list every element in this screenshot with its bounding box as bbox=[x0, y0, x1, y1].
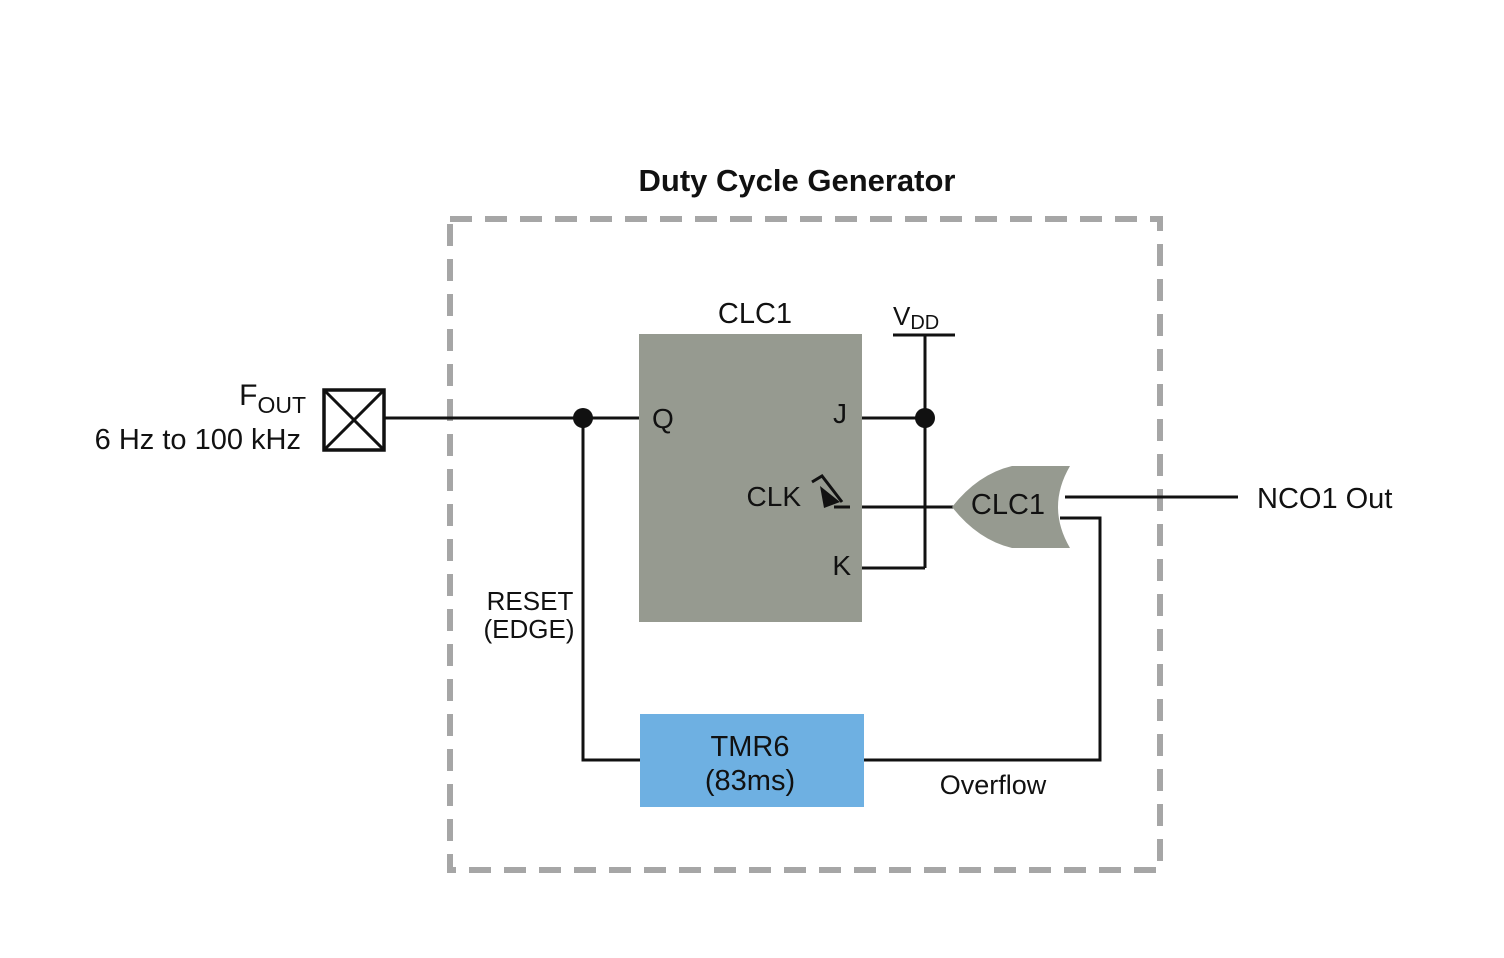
vdd-label-main: V bbox=[893, 301, 911, 331]
clc1-or-gate bbox=[952, 466, 1070, 548]
pin-clk-label: CLK bbox=[747, 481, 802, 512]
wire-reset-to-timer bbox=[581, 418, 640, 762]
wires bbox=[385, 333, 1238, 762]
diagram-title: Duty Cycle Generator bbox=[639, 163, 956, 198]
generator-boundary bbox=[447, 216, 1163, 873]
tmr6-label: TMR6 bbox=[711, 731, 790, 763]
output-pin-icon bbox=[322, 388, 386, 452]
frequency-range-label: 6 Hz to 100 kHz bbox=[95, 424, 301, 456]
nco1-output-label: NCO1 Out bbox=[1257, 483, 1392, 515]
vdd-label: VDD bbox=[893, 301, 939, 334]
fout-label-main: F bbox=[239, 379, 257, 412]
junction-dot-q bbox=[573, 408, 593, 428]
pin-j-label: J bbox=[833, 398, 847, 429]
clc1-or-gate-label: CLC1 bbox=[971, 489, 1045, 521]
clc1-flipflop-title: CLC1 bbox=[718, 298, 792, 330]
fout-label-sub: OUT bbox=[257, 392, 306, 418]
pin-q-label: Q bbox=[652, 403, 674, 434]
wire-overflow-loop bbox=[864, 516, 1102, 762]
reset-label: RESET bbox=[487, 586, 574, 616]
junction-dot-j bbox=[915, 408, 935, 428]
tmr6-period-label: (83ms) bbox=[705, 765, 795, 797]
vdd-label-sub: DD bbox=[910, 312, 939, 334]
pin-k-label: K bbox=[832, 550, 851, 581]
clc1-flipflop-block bbox=[639, 334, 862, 622]
clock-edge-icon bbox=[811, 474, 850, 509]
overflow-label: Overflow bbox=[940, 770, 1047, 800]
tmr6-timer-block bbox=[640, 714, 864, 807]
reset-edge-label: (EDGE) bbox=[484, 614, 575, 644]
fout-label: FOUT bbox=[239, 379, 306, 418]
